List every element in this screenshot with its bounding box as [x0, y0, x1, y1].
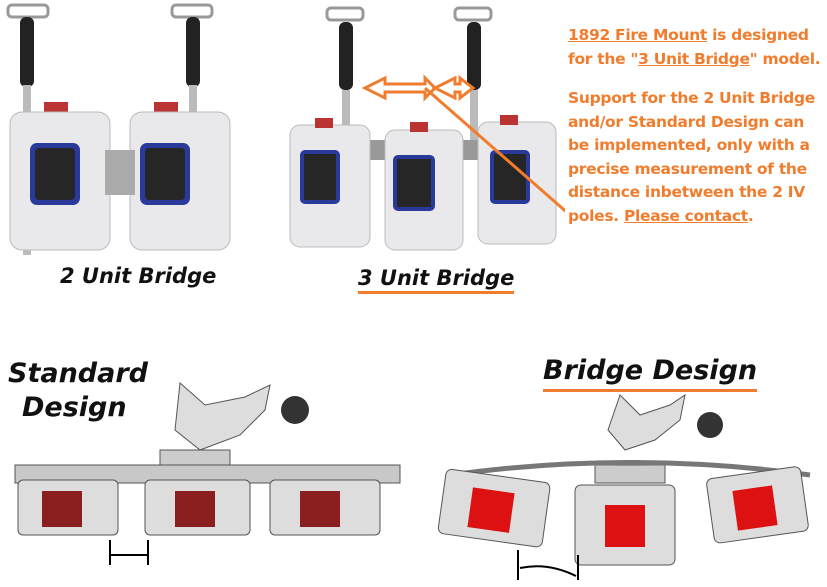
info-text: 1892 Fire Mount is designed for the "3 U… [568, 24, 826, 244]
three-unit-bridge-photo [289, 6, 565, 251]
standard-design-drawing [14, 381, 401, 565]
info-text-part: " model. [749, 49, 821, 68]
caption-standard-line2: Design [22, 392, 127, 423]
caption-bridge-design: Bridge Design [543, 354, 758, 392]
bridge-design-drawing [437, 393, 811, 580]
gap-measure-icon [109, 540, 149, 565]
distance-arrow [361, 74, 476, 102]
support-text: Support for the 2 Unit Bridge and/or Sta… [568, 89, 815, 225]
two-unit-bridge-photo [6, 3, 231, 255]
product-link[interactable]: 1892 Fire Mount [568, 26, 708, 44]
info-text-part: is designed for the " [568, 26, 809, 68]
caption-two-unit: 2 Unit Bridge [60, 264, 217, 288]
caption-three-unit: 3 Unit Bridge [358, 266, 515, 294]
angle-measure-icon [517, 550, 579, 580]
model-link[interactable]: 3 Unit Bridge [638, 49, 750, 68]
caption-standard-line1: Standard [8, 358, 148, 389]
info-text-part: . [747, 206, 754, 225]
contact-link[interactable]: Please contact [623, 206, 748, 225]
caption-standard-design: Standard Design [8, 357, 148, 425]
